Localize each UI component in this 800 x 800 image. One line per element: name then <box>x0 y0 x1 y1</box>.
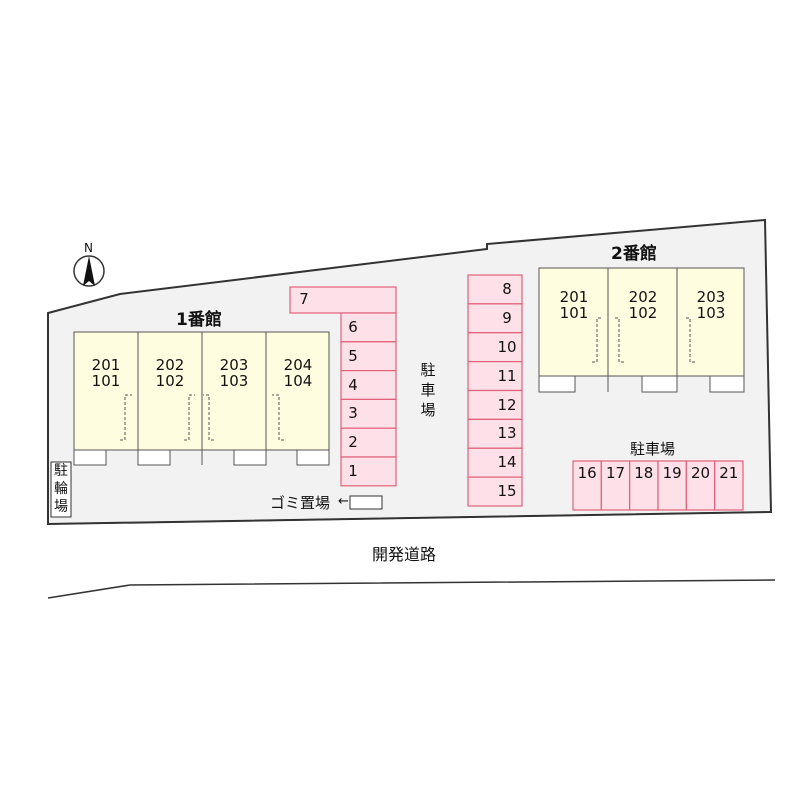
b2-unit-2-upper: 202 <box>628 288 658 306</box>
bicycle-parking-char-2: 輪 <box>54 481 68 497</box>
road-edge-top <box>47 511 772 525</box>
parking-space-label: 17 <box>605 464 626 482</box>
parking-space <box>657 460 687 511</box>
parking-space-label: 9 <box>502 308 512 327</box>
parking-space <box>467 389 523 420</box>
bicycle-parking-char-3: 場 <box>54 499 68 515</box>
parking-space-label: 11 <box>497 366 517 385</box>
parking-space-label: 7 <box>299 290 309 308</box>
building-1-title: 1番館 <box>176 310 222 330</box>
parking-space-label: 20 <box>690 464 711 482</box>
parking-area-b <box>467 274 523 507</box>
parking-space <box>629 460 659 511</box>
b1-unit-3-upper: 203 <box>219 356 249 374</box>
b1-unit-2-lower: 102 <box>155 372 185 390</box>
parking-space-label: 15 <box>497 482 517 501</box>
parking-center-char-3: 場 <box>420 401 436 419</box>
parking-center-char-2: 車 <box>420 381 436 399</box>
parking-space <box>340 341 397 372</box>
b1-unit-1-upper: 201 <box>91 356 121 374</box>
b2-unit-1-upper: 201 <box>559 288 589 306</box>
parking-c-label: 駐車場 <box>630 440 676 458</box>
parking-space <box>340 370 397 401</box>
building-2-title: 2番館 <box>611 244 657 264</box>
parking-space-label: 13 <box>497 424 517 443</box>
b2-unit-1-lower: 101 <box>559 304 589 322</box>
parking-space <box>600 460 631 511</box>
parking-space-label: 6 <box>348 318 358 336</box>
parking-space <box>685 460 716 511</box>
garbage-label: ゴミ置場 <box>270 494 331 512</box>
parking-space-label: 4 <box>348 375 358 394</box>
parking-space-label: 16 <box>577 464 597 482</box>
b1-unit-4-upper: 204 <box>283 356 313 374</box>
parking-area-c <box>572 460 744 511</box>
bicycle-parking-area <box>50 461 72 518</box>
parking-space <box>714 460 744 511</box>
parking-space <box>340 456 397 487</box>
parking-space-label: 3 <box>348 404 358 423</box>
parking-space-label: 12 <box>497 395 517 414</box>
parking-space-label: 21 <box>719 464 739 482</box>
compass-label: N <box>84 241 93 255</box>
parking-space-label: 1 <box>348 462 358 480</box>
b1-unit-2-upper: 202 <box>155 356 185 374</box>
parking-space <box>289 286 397 314</box>
parking-space-label: 10 <box>497 337 517 356</box>
parking-space-label: 2 <box>348 433 358 452</box>
parking-space-label: 14 <box>497 453 517 472</box>
parking-space-label: 5 <box>348 346 358 365</box>
parking-center-char-1: 駐 <box>420 361 436 379</box>
garbage-pointer: ← <box>338 494 349 509</box>
parking-space <box>340 312 397 343</box>
bicycle-parking-char-1: 駐 <box>54 463 68 479</box>
b2-unit-3-lower: 103 <box>696 304 726 322</box>
building-2 <box>538 267 745 393</box>
north-arrow-icon <box>73 255 105 287</box>
parking-space <box>467 303 523 334</box>
parking-space-label: 8 <box>502 280 512 298</box>
b1-unit-4-lower: 104 <box>283 372 313 390</box>
building-1 <box>73 331 330 466</box>
b1-unit-1-lower: 101 <box>91 372 121 390</box>
parking-space-label: 18 <box>634 464 654 482</box>
road-edge-bottom <box>47 579 776 599</box>
parking-space-label: 19 <box>662 464 682 482</box>
parking-space <box>467 476 523 507</box>
b2-unit-3-upper: 203 <box>696 288 726 306</box>
b1-unit-3-lower: 103 <box>219 372 249 390</box>
road-label: 開発道路 <box>372 545 437 564</box>
b2-unit-2-lower: 102 <box>628 304 658 322</box>
parking-space <box>467 274 523 305</box>
parking-space <box>467 447 523 478</box>
garbage-area <box>349 495 383 510</box>
parking-space <box>467 361 523 392</box>
parking-space <box>467 332 523 363</box>
parking-area-a <box>289 286 397 487</box>
